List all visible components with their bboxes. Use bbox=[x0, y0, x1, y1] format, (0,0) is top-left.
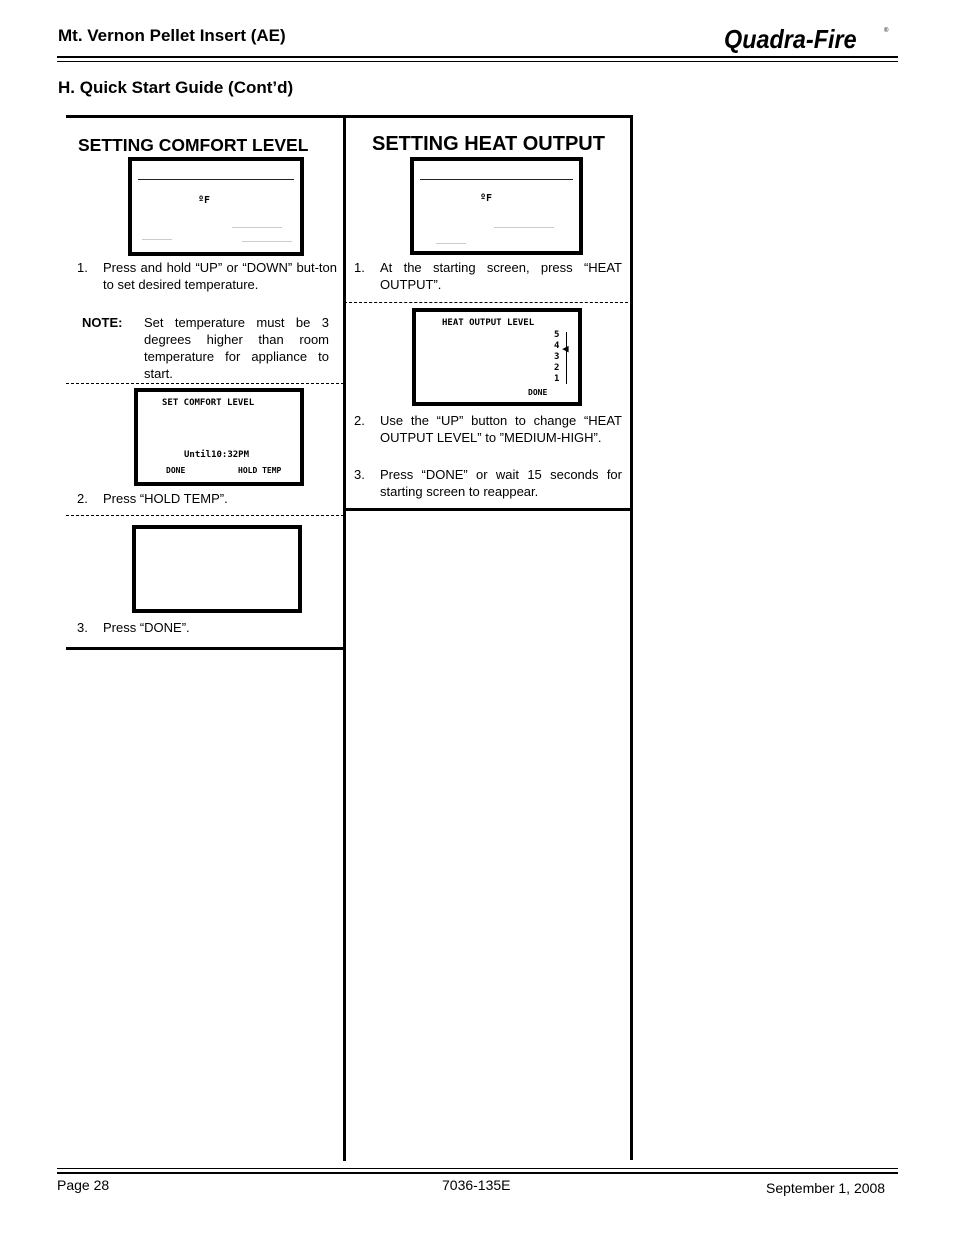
header-rule bbox=[57, 56, 898, 58]
step-number: 3. bbox=[77, 620, 88, 635]
note-label: NOTE: bbox=[82, 315, 123, 330]
level-pointer-icon: ◀ bbox=[562, 342, 569, 355]
level-1: 1 bbox=[554, 374, 560, 384]
dashed-separator bbox=[66, 515, 344, 516]
lcd-heat-output-screen: HEAT OUTPUT LEVEL 5 4 3 2 1 ◀ DONE bbox=[412, 308, 582, 406]
lcd-set-comfort-screen: SET COMFORT LEVEL Until10:32PM DONE HOLD… bbox=[134, 388, 304, 486]
heat-step-1: 1. At the starting screen, press “HEAT O… bbox=[354, 259, 622, 295]
step-number: 1. bbox=[77, 260, 88, 275]
step-number: 3. bbox=[354, 467, 365, 482]
lcd-until-time: Until10:32PM bbox=[184, 450, 250, 460]
lcd-divider bbox=[138, 179, 294, 180]
comfort-level-heading: SETTING COMFORT LEVEL bbox=[78, 135, 309, 155]
lcd-done-label: DONE bbox=[528, 388, 548, 397]
step-text: Use the “UP” button to change “HEAT OUTP… bbox=[380, 413, 622, 445]
level-3: 3 bbox=[554, 352, 560, 362]
temp-unit: ºF bbox=[198, 195, 211, 206]
document-title: Mt. Vernon Pellet Insert (AE) bbox=[58, 26, 286, 45]
step-number: 2. bbox=[354, 413, 365, 428]
note-text: Set temperature must be 3 degrees higher… bbox=[144, 315, 329, 381]
heat-output-heading: SETTING HEAT OUTPUT bbox=[372, 133, 605, 155]
footer-rule bbox=[57, 1172, 898, 1174]
lcd-title: SET COMFORT LEVEL bbox=[162, 398, 255, 408]
right-column-bottom-rule bbox=[344, 508, 633, 511]
step-number: 1. bbox=[354, 260, 365, 275]
heat-step-3: 3. Press “DONE” or wait 15 seconds for s… bbox=[354, 466, 622, 502]
lcd-start-screen: ºF bbox=[128, 157, 304, 256]
center-divider bbox=[343, 115, 346, 1161]
step-text: Press “DONE” or wait 15 seconds for star… bbox=[380, 467, 622, 499]
lcd-done-label: DONE bbox=[166, 466, 186, 475]
header-rule-thin bbox=[57, 61, 898, 62]
level-scale: 5 4 3 2 1 bbox=[554, 330, 562, 385]
level-4: 4 bbox=[554, 341, 560, 351]
step-text: Press “HOLD TEMP”. bbox=[103, 491, 228, 506]
heat-step-2: 2. Use the “UP” button to change “HEAT O… bbox=[354, 412, 622, 448]
comfort-step-3: 3. Press “DONE”. bbox=[77, 619, 337, 637]
step-text: Press “DONE”. bbox=[103, 620, 190, 635]
revision-date: September 1, 2008 bbox=[766, 1180, 886, 1196]
section-title: H. Quick Start Guide (Cont’d) bbox=[58, 78, 294, 97]
page-number: Page 28 bbox=[57, 1177, 110, 1193]
comfort-step-1: 1. Press and hold “UP” or “DOWN” but-ton… bbox=[77, 259, 337, 295]
temp-unit: ºF bbox=[480, 193, 493, 204]
step-text: Press and hold “UP” or “DOWN” but-ton to… bbox=[103, 260, 337, 292]
left-column-bottom-rule bbox=[66, 647, 344, 650]
step-text: At the starting screen, press “HEAT OUTP… bbox=[380, 260, 622, 292]
registered-mark: ® bbox=[884, 28, 889, 34]
right-divider bbox=[630, 115, 633, 1160]
level-bar bbox=[566, 332, 567, 384]
document-number: 7036-135E bbox=[442, 1177, 511, 1193]
columns-top-rule bbox=[66, 115, 632, 118]
footer-rule-thin bbox=[57, 1168, 898, 1169]
lcd-start-screen: ºF bbox=[410, 157, 583, 255]
level-5: 5 bbox=[554, 330, 560, 340]
dashed-separator bbox=[66, 383, 344, 384]
level-2: 2 bbox=[554, 363, 560, 373]
comfort-step-2: 2. Press “HOLD TEMP”. bbox=[77, 490, 337, 508]
lcd-blank-screen bbox=[132, 525, 302, 613]
comfort-note: NOTE: Set temperature must be 3 degrees … bbox=[82, 314, 330, 384]
lcd-hold-temp-label: HOLD TEMP bbox=[238, 466, 282, 475]
lcd-divider bbox=[420, 179, 573, 180]
step-number: 2. bbox=[77, 491, 88, 506]
lcd-title: HEAT OUTPUT LEVEL bbox=[442, 318, 535, 328]
dashed-separator bbox=[344, 302, 633, 303]
quadra-fire-logo: Quadra-Fire bbox=[724, 24, 857, 54]
